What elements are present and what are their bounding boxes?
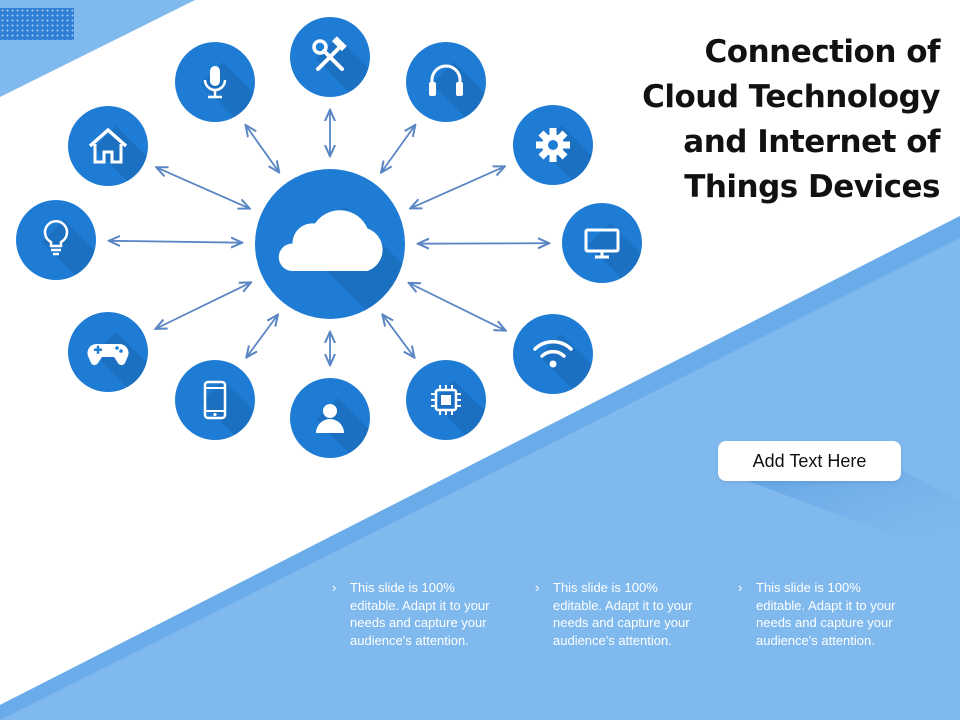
callout-shadow <box>718 470 960 560</box>
connector-arrow <box>410 283 505 330</box>
bullet-item: › This slide is 100% editable. Adapt it … <box>332 579 500 649</box>
wifi-icon <box>533 340 573 368</box>
device-node <box>16 200 96 280</box>
bullet-text: This slide is 100% editable. Adapt it to… <box>553 580 693 648</box>
smartphone-icon <box>203 380 227 420</box>
connector-arrow <box>246 126 278 171</box>
device-node <box>406 360 486 440</box>
connector-arrow <box>247 316 277 357</box>
hub-circle <box>255 169 405 319</box>
add-text-callout[interactable]: Add Text Here <box>718 441 901 481</box>
bottom-band-edge <box>0 216 960 720</box>
device-node <box>406 42 486 122</box>
device-node <box>175 42 255 122</box>
device-node <box>513 314 593 394</box>
lightbulb-icon <box>43 219 69 256</box>
connector-arrow <box>411 167 503 208</box>
device-node <box>68 312 148 392</box>
connector-arrow <box>382 126 415 172</box>
device-node <box>68 106 148 186</box>
connector-arrow <box>383 315 414 356</box>
connector-arrow <box>110 241 241 243</box>
connector-arrow <box>157 168 248 208</box>
title-line: Things Devices <box>684 169 940 205</box>
bullet-item: › This slide is 100% editable. Adapt it … <box>535 579 703 649</box>
title-line: Connection of <box>704 34 941 70</box>
bullet-text: This slide is 100% editable. Adapt it to… <box>350 580 490 648</box>
monitor-icon <box>584 228 620 259</box>
bullet-marker: › <box>738 580 743 595</box>
bullet-marker: › <box>332 580 337 595</box>
microphone-icon <box>203 66 227 99</box>
device-node <box>290 17 370 97</box>
home-icon <box>88 128 128 164</box>
user-icon <box>316 404 344 433</box>
title-line: and Internet of <box>683 124 940 160</box>
bullet-text: This slide is 100% editable. Adapt it to… <box>756 580 896 648</box>
gamepad-icon <box>87 344 129 366</box>
connector-arrow <box>157 283 250 328</box>
page-title: Connection of Cloud Technology and Inter… <box>600 30 940 210</box>
gear-icon <box>536 128 570 162</box>
device-node <box>513 105 593 185</box>
device-node <box>290 378 370 458</box>
device-node <box>175 360 255 440</box>
cloud-icon <box>278 210 383 271</box>
bullet-item: › This slide is 100% editable. Adapt it … <box>738 579 906 649</box>
bullet-marker: › <box>535 580 540 595</box>
title-line: Cloud Technology <box>642 79 940 115</box>
headphones-icon <box>429 64 463 96</box>
dotted-accent <box>0 8 74 40</box>
chip-icon <box>431 385 461 415</box>
tools-icon <box>312 36 347 71</box>
device-node <box>562 203 642 283</box>
